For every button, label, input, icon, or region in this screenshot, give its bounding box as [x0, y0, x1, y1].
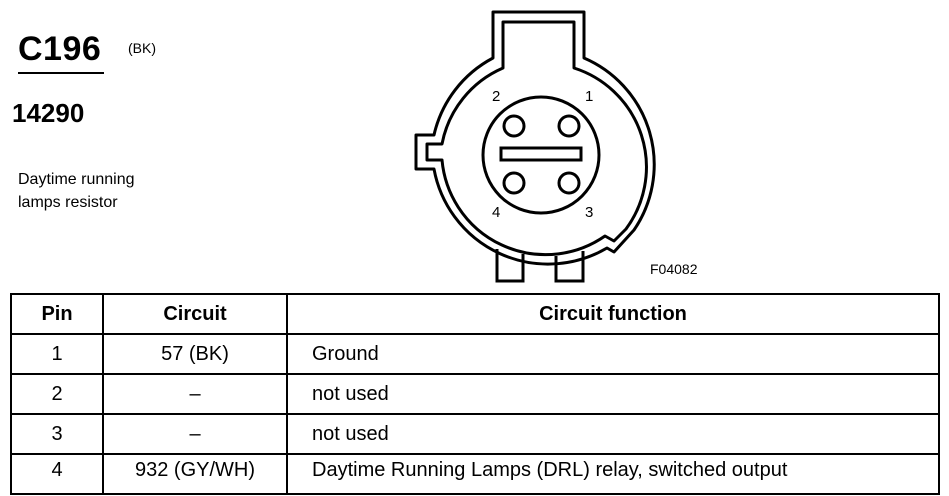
locking-slot [499, 146, 583, 162]
connector-color: (BK) [128, 40, 156, 56]
pin-3-terminal [557, 171, 581, 195]
cell-pin: 4 [10, 453, 104, 495]
description-line-2: lamps resistor [18, 194, 118, 211]
description-line-1: Daytime running [18, 171, 135, 188]
pin-label-3: 3 [585, 204, 593, 221]
pin-label-1: 1 [585, 88, 593, 105]
header-circuit-function: Circuit function [286, 293, 940, 335]
table-header-row: Pin Circuit Circuit function [10, 293, 940, 335]
cell-pin: 3 [10, 413, 104, 455]
table-row: 2 – not used [10, 373, 940, 415]
pin-1-terminal [557, 114, 581, 138]
cell-pin: 2 [10, 373, 104, 415]
part-number: 14290 [12, 98, 85, 128]
cell-circuit: – [102, 413, 288, 455]
cell-function: Ground [286, 333, 940, 375]
cell-function: Daytime Running Lamps (DRL) relay, switc… [286, 453, 940, 495]
pinout-table: Pin Circuit Circuit function 1 57 (BK) G… [10, 293, 940, 495]
cell-function: not used [286, 373, 940, 415]
terminal-face [481, 95, 601, 215]
header-circuit: Circuit [102, 293, 288, 335]
pin-label-4: 4 [492, 204, 500, 221]
table-row: 4 932 (GY/WH) Daytime Running Lamps (DRL… [10, 453, 940, 495]
pin-label-2: 2 [492, 88, 500, 105]
cell-circuit: 57 (BK) [102, 333, 288, 375]
table-row: 1 57 (BK) Ground [10, 333, 940, 375]
pin-2-terminal [502, 114, 526, 138]
connector-id: C196 [18, 30, 102, 68]
cell-pin: 1 [10, 333, 104, 375]
cell-circuit: 932 (GY/WH) [102, 453, 288, 495]
housing-tab-left [495, 249, 525, 283]
connector-face-diagram: 2 1 4 3 [414, 10, 656, 283]
housing-tab-right [554, 251, 585, 283]
component-description: Daytime running lamps resistor [18, 168, 135, 214]
table-row: 3 – not used [10, 413, 940, 455]
connector-id-underline [18, 72, 104, 74]
header-pin: Pin [10, 293, 104, 335]
cell-function: not used [286, 413, 940, 455]
cell-circuit: – [102, 373, 288, 415]
connector-housing-outer [414, 10, 656, 266]
pin-4-terminal [502, 171, 526, 195]
figure-code: F04082 [650, 261, 698, 277]
connector-housing-inner [425, 20, 648, 257]
